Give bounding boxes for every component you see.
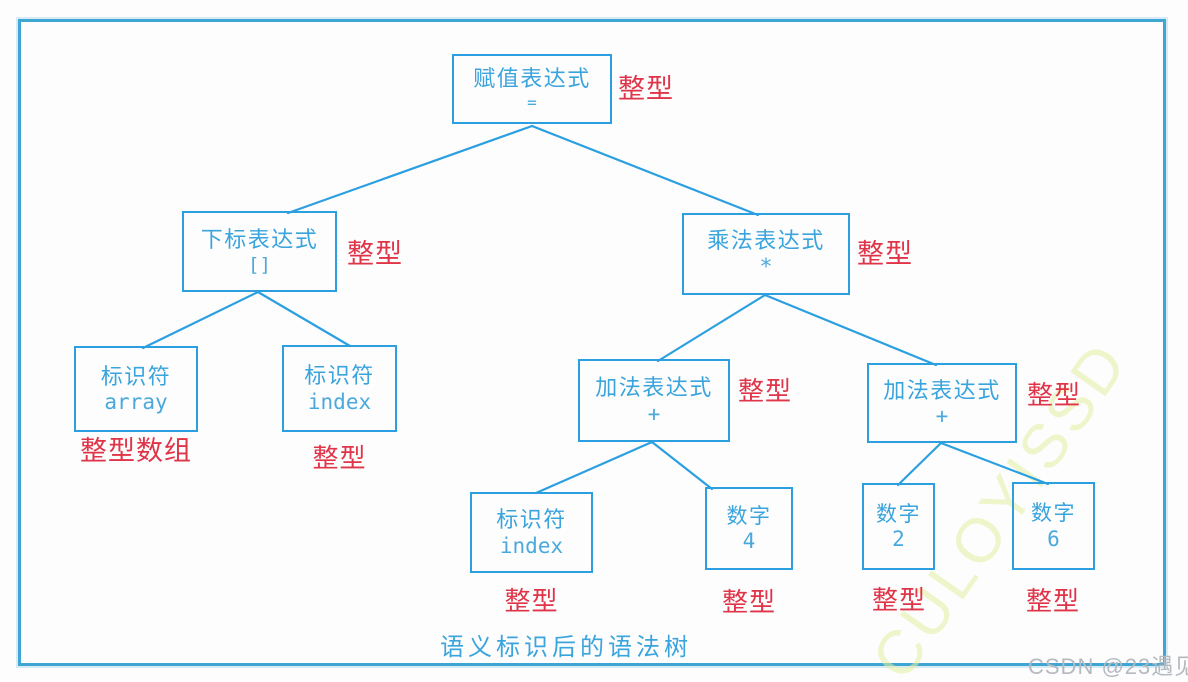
node-value: 2 <box>892 527 905 552</box>
node-title: 赋值表达式 <box>473 66 591 92</box>
node-title: 标识符 <box>304 363 375 389</box>
node-number-6: 数字 6 <box>1012 482 1095 570</box>
type-label-num-6: 整型 <box>1025 587 1080 616</box>
node-multiplication-expression: 乘法表达式 * <box>682 213 850 295</box>
node-number-4: 数字 4 <box>705 487 793 570</box>
node-number-2: 数字 2 <box>862 483 935 570</box>
node-value: 6 <box>1047 526 1060 551</box>
node-subscript-expression: 下标表达式 [] <box>182 211 337 292</box>
node-value: array <box>104 390 168 415</box>
node-title: 数字 <box>876 501 921 526</box>
node-title: 标识符 <box>496 507 567 533</box>
diagram-caption: 语义标识后的语法树 <box>440 635 692 661</box>
node-identifier-array: 标识符 array <box>74 346 198 432</box>
node-operator: + <box>935 404 949 429</box>
node-title: 乘法表达式 <box>707 228 825 254</box>
type-label-num-4: 整型 <box>721 588 776 617</box>
node-identifier-index-mid: 标识符 index <box>470 492 593 573</box>
type-label-root: 整型 <box>618 74 674 104</box>
node-operator: * <box>759 254 773 280</box>
node-value: 4 <box>742 529 756 554</box>
type-label-subscript: 整型 <box>347 239 403 269</box>
node-value: index <box>307 389 372 414</box>
node-addition-expression-right: 加法表达式 + <box>867 363 1017 443</box>
type-label-add-right: 整型 <box>1027 381 1082 410</box>
node-identifier-index-left: 标识符 index <box>282 345 397 432</box>
node-operator: = <box>527 92 537 112</box>
node-value: index <box>499 533 564 558</box>
node-operator: + <box>647 401 661 426</box>
type-label-index-mid: 整型 <box>504 587 559 616</box>
type-label-add-left: 整型 <box>738 377 793 406</box>
type-label-num-2: 整型 <box>871 586 926 615</box>
node-title: 标识符 <box>100 363 172 389</box>
node-title: 数字 <box>1031 501 1076 526</box>
node-title: 数字 <box>726 503 772 528</box>
node-title: 加法表达式 <box>883 377 1001 403</box>
csdn-watermark: CSDN @23遇见 <box>1028 654 1188 679</box>
node-addition-expression-left: 加法表达式 + <box>578 359 730 442</box>
type-label-index-left: 整型 <box>312 444 367 473</box>
node-title: 加法表达式 <box>595 375 713 401</box>
node-title: 下标表达式 <box>200 227 319 253</box>
node-assignment-expression: 赋值表达式 = <box>452 54 612 124</box>
node-operator: [] <box>248 253 271 276</box>
type-label-multiply: 整型 <box>857 239 913 269</box>
type-label-array: 整型数组 <box>80 436 192 466</box>
